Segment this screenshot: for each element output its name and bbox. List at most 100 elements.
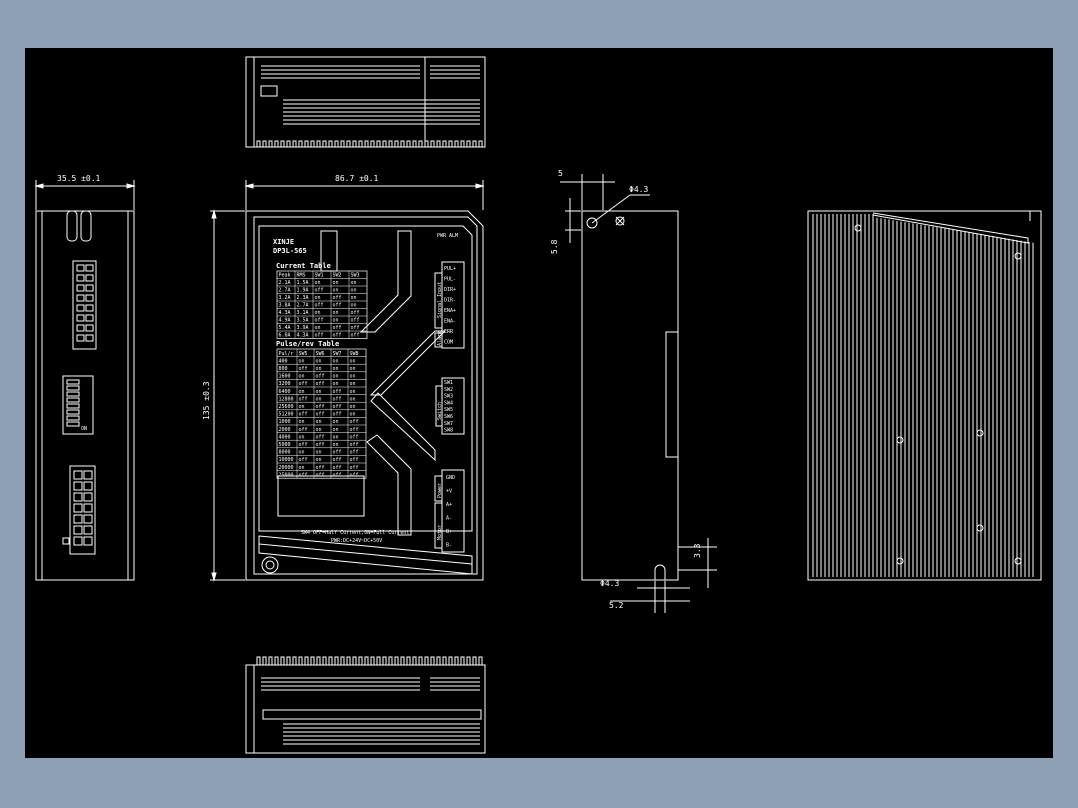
front-width-label: 86.7 ±0.1 (335, 174, 379, 183)
hole-offset-label: 5 (558, 169, 563, 178)
pulse-table-cell: off (333, 457, 342, 463)
pulse-table-cell: on (350, 404, 356, 410)
pulse-table-cell: on (350, 389, 356, 395)
current-table-cell: on (333, 288, 339, 294)
pulse-table-cell: on (299, 404, 305, 410)
pulse-table-cell: on (333, 366, 339, 372)
pulse-table-cell: on (350, 366, 356, 372)
switch-group-label: Switch (437, 402, 443, 420)
motor-group-label: Motor (437, 525, 443, 540)
pulse-table-cell: on (316, 366, 322, 372)
dim-front-width (244, 180, 485, 210)
signal-terminal-label: PUL- (444, 277, 456, 283)
pulse-table-cell: on (333, 434, 339, 440)
current-table-header-cell: Peak (279, 273, 291, 279)
current-table-cell: off (315, 318, 324, 324)
pulse-table-cell: off (350, 427, 359, 433)
pulse-table-cell: off (350, 442, 359, 448)
signal-terminal-label: PUL+ (444, 266, 456, 272)
pulse-table-header-cell: SW5 (299, 351, 308, 357)
current-table-cell: on (351, 280, 357, 286)
current-table-cell: on (351, 303, 357, 309)
hole-diameter-label: Φ4.3 (629, 185, 648, 194)
current-table-cell: 5.4A (279, 325, 291, 331)
current-table: Peak2.1A2.7A3.2A3.8A4.3A4.9A5.4A6.0ARMS1… (276, 270, 368, 339)
pulse-table-cell: off (299, 472, 308, 478)
pulse-table-cell: 800 (279, 366, 288, 372)
pulse-table-cell: off (316, 472, 325, 478)
pulse-table-cell: off (350, 472, 359, 478)
current-table-cell: on (315, 280, 321, 286)
power-group-label: Power (437, 483, 443, 498)
current-table-cell: 4.3A (297, 333, 309, 339)
pulse-table-cell: 10000 (279, 457, 294, 463)
current-table-cell: off (333, 325, 342, 331)
pulse-table-cell: on (316, 427, 322, 433)
current-table-cell: on (315, 325, 321, 331)
pulse-table-cell: off (333, 450, 342, 456)
front-view (245, 210, 484, 581)
bottom-width-label: 5.2 (609, 601, 624, 610)
pulse-table-cell: on (299, 358, 305, 364)
current-table-cell: off (315, 303, 324, 309)
pulse-table-cell: 12800 (279, 396, 294, 402)
current-table-cell: off (351, 333, 360, 339)
bottom-hole-diameter-label: Φ4.3 (600, 579, 619, 588)
power-terminal-label: GND (446, 475, 455, 481)
pulse-table: Pul/r40080016003200640012800256005120010… (276, 348, 367, 479)
dim-front-height (210, 209, 245, 582)
pulse-table-cell: on (316, 396, 322, 402)
pulse-table-cell: on (299, 389, 305, 395)
pulse-table-header-cell: SW8 (350, 351, 359, 357)
current-table-cell: 3.2A (279, 295, 291, 301)
pulse-table-cell: off (333, 389, 342, 395)
current-table-cell: 3.9A (297, 325, 309, 331)
pulse-table-cell: on (316, 450, 322, 456)
pulse-table-cell: 51200 (279, 412, 294, 418)
pulse-table-cell: off (350, 457, 359, 463)
current-table-cell: off (333, 295, 342, 301)
pulse-table-cell: off (350, 450, 359, 456)
current-table-cell: on (315, 295, 321, 301)
pulse-table-cell: off (316, 434, 325, 440)
pulse-table-cell: 5000 (279, 442, 291, 448)
power-terminal-label: A- (446, 516, 452, 522)
current-table-cell: off (351, 310, 360, 316)
pulse-table-cell: off (299, 381, 308, 387)
alarm-group-label: Alarm (437, 331, 443, 346)
pulse-table-cell: off (299, 457, 308, 463)
note-pwr: PWR:DC+24V~DC+50V (331, 538, 382, 544)
front-height-label: 135 ±0.3 (202, 381, 211, 420)
pulse-table-cell: on (350, 396, 356, 402)
pulse-table-cell: 6400 (279, 389, 291, 395)
current-table-cell: 6.0A (279, 333, 291, 339)
pulse-table-cell: off (333, 404, 342, 410)
pulse-table-cell: on (333, 381, 339, 387)
dip-on-label: ON (81, 426, 87, 432)
switch-label: SW2 (444, 387, 453, 393)
current-table-cell: off (333, 303, 342, 309)
current-table-cell: off (333, 333, 342, 339)
pulse-table-cell: on (299, 419, 305, 425)
pulse-table-cell: off (316, 465, 325, 471)
pulse-table-cell: off (299, 366, 308, 372)
brand-logo-text: XINJE (273, 238, 294, 246)
bottom-offset-label: 3.3 (693, 543, 702, 558)
switch-label: SW8 (444, 428, 453, 434)
pulse-table-cell: off (333, 472, 342, 478)
pulse-table-cell: on (316, 419, 322, 425)
pulse-table-title: Pulse/rev Table (276, 340, 339, 348)
current-table-cell: off (315, 333, 324, 339)
side-view (35, 210, 135, 581)
pulse-table-cell: 1000 (279, 419, 291, 425)
pulse-table-header-cell: SW7 (333, 351, 342, 357)
current-table-cell: on (351, 295, 357, 301)
pulse-table-cell: off (299, 427, 308, 433)
pulse-table-cell: 20000 (279, 465, 294, 471)
pulse-table-header-cell: SW6 (316, 351, 325, 357)
pulse-table-cell: off (350, 419, 359, 425)
mount-view (560, 174, 717, 613)
pulse-table-cell: off (316, 381, 325, 387)
current-table-title: Current Table (276, 262, 331, 270)
current-table-cell: on (351, 288, 357, 294)
